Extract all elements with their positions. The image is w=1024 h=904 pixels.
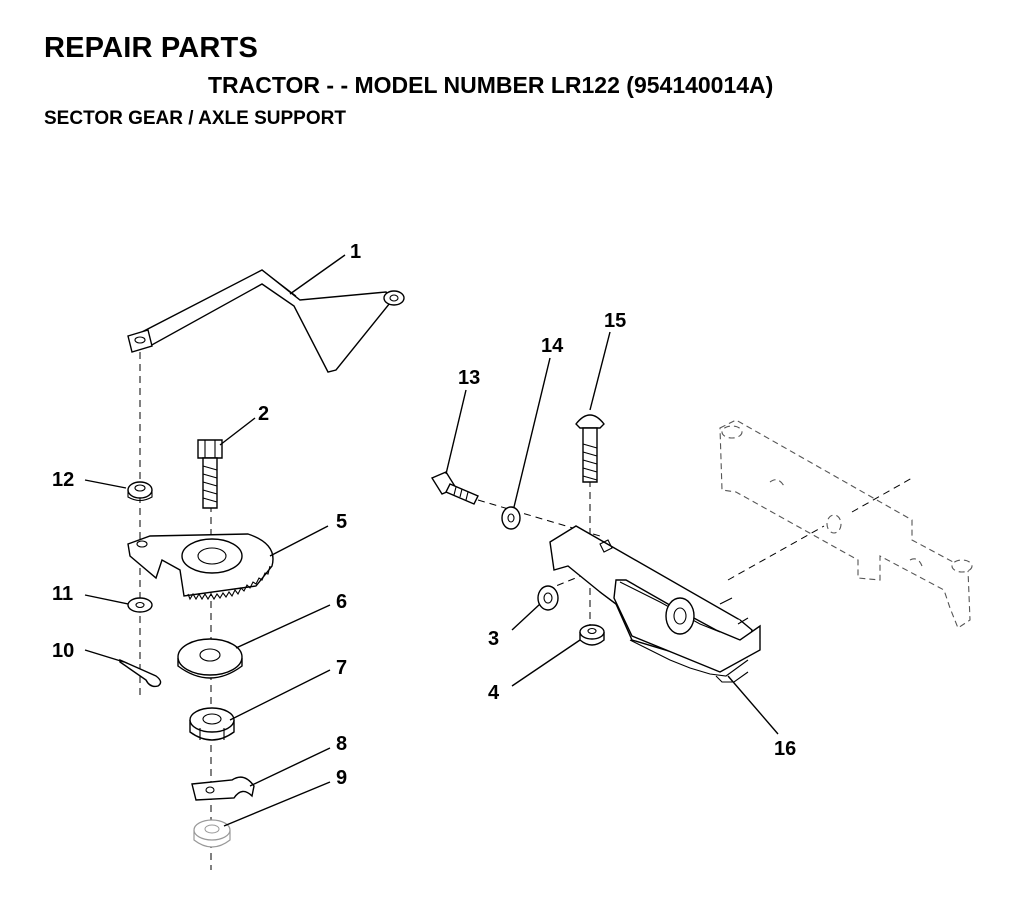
callout-3: 3	[488, 628, 499, 650]
callout-6: 6	[336, 591, 347, 613]
callout-16: 16	[774, 738, 796, 760]
callout-10: 10	[52, 640, 74, 662]
front-axle-outline	[719, 419, 973, 629]
callout-13: 13	[458, 367, 480, 389]
callout-14: 14	[541, 335, 564, 357]
callout-1: 1	[350, 241, 361, 263]
callout-9: 9	[336, 767, 347, 789]
callout-5: 5	[336, 511, 347, 533]
spacer	[177, 638, 243, 679]
callout-12: 12	[52, 469, 74, 491]
hex-nut-small	[579, 624, 605, 646]
hex-nut-light	[193, 819, 231, 848]
cotter-pin	[119, 658, 162, 688]
hex-bolt	[430, 471, 479, 505]
callout-4: 4	[488, 682, 500, 704]
section-heading: SECTOR GEAR / AXLE SUPPORT	[44, 108, 346, 129]
bolt-sector-gear	[197, 439, 223, 509]
callout-15: 15	[604, 310, 626, 332]
leader-lines	[84, 254, 779, 827]
hex-nut-large	[189, 707, 235, 741]
callout-11: 11	[52, 583, 73, 605]
axle-support-bracket	[549, 525, 761, 683]
lock-nut	[127, 481, 153, 502]
drag-link	[127, 269, 405, 373]
clip	[191, 776, 255, 801]
flange-nut	[537, 585, 559, 611]
callout-7: 7	[336, 657, 347, 679]
flat-washer-small	[127, 597, 153, 613]
callout-numbers: 1 2 12 5 11 6 10 7 8 9 13 14 15 3 4 16	[52, 241, 796, 789]
sector-gear	[127, 533, 274, 601]
carriage-bolt	[575, 414, 605, 483]
callout-8: 8	[336, 733, 347, 755]
page-title: REPAIR PARTS	[44, 32, 259, 64]
callout-2: 2	[258, 403, 269, 425]
flat-washer	[501, 506, 521, 530]
model-subtitle: TRACTOR - - MODEL NUMBER LR122 (95414001…	[208, 72, 774, 98]
